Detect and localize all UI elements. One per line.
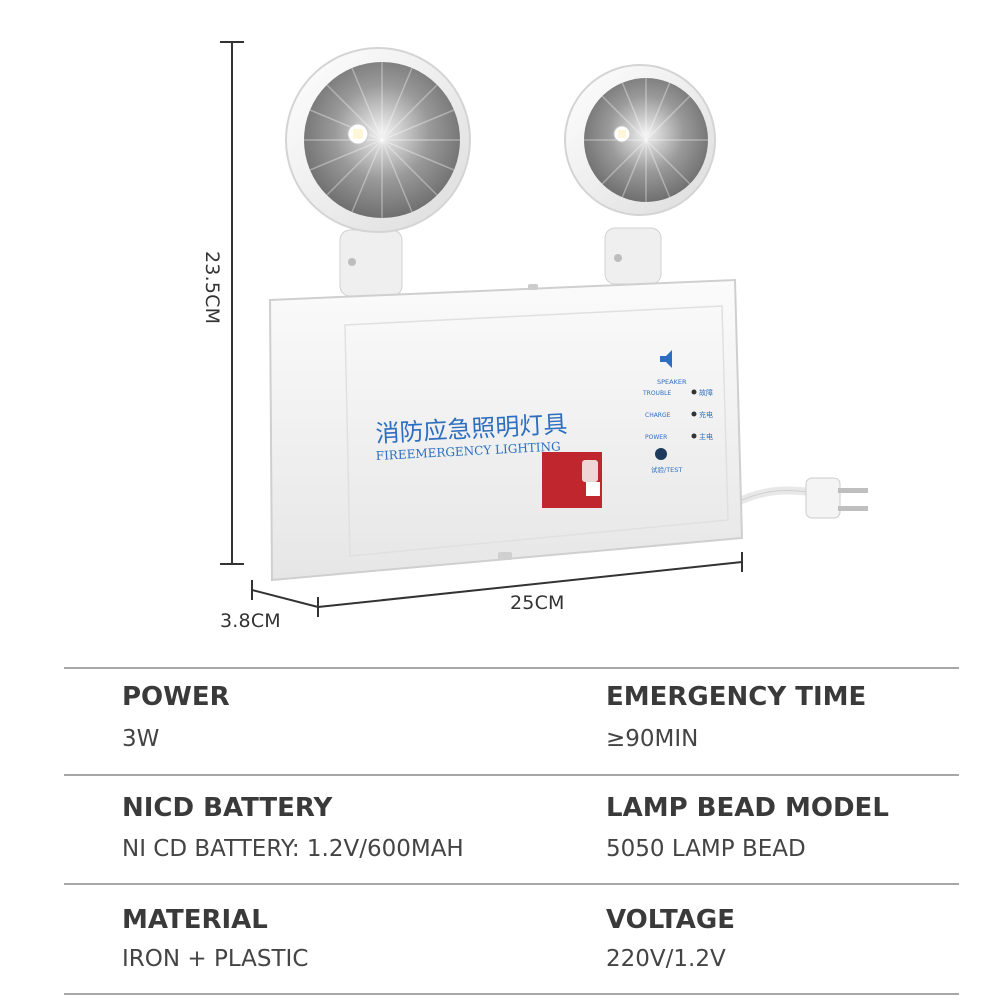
spec-value-voltage: 220V/1.2V (606, 946, 726, 972)
spec-value-lamp-bead-model: 5050 LAMP BEAD (606, 836, 806, 862)
spec-title-power: POWER (122, 682, 230, 712)
power-indicator-label-cn: 主电 (699, 432, 713, 441)
light-housing (268, 278, 744, 582)
spec-value-power: 3W (122, 726, 160, 752)
charge-label: CHARGE (645, 412, 671, 419)
height-dimension-label: 23.5CM (201, 251, 223, 325)
depth-dimension-line (251, 580, 319, 608)
speaker-label: SPEAKER (657, 378, 687, 386)
spec-value-material: IRON + PLASTIC (122, 946, 309, 972)
trouble-label: TROUBLE (642, 390, 671, 397)
spec-title-lamp-bead-model: LAMP BEAD MODEL (606, 793, 889, 823)
width-dimension-label: 25CM (510, 592, 565, 614)
spec-divider (64, 667, 959, 669)
power-indicator-label: POWER (645, 434, 667, 441)
spec-value-nicd-battery: NI CD BATTERY: 1.2V/600MAH (122, 836, 464, 862)
spec-value-emergency-time: ≥90MIN (606, 726, 699, 752)
spec-divider (64, 883, 959, 885)
spec-divider (64, 993, 959, 995)
charge-label-cn: 充电 (699, 410, 713, 419)
left-lamp (285, 47, 471, 297)
right-lamp (564, 64, 716, 285)
emergency-light-illustration: 消防应急照明灯具 FIREEMERGENCY LIGHTING SPEAKER … (220, 41, 868, 617)
speaker-icon (660, 350, 672, 368)
product-image: 消防应急照明灯具 FIREEMERGENCY LIGHTING SPEAKER … (201, 41, 868, 632)
spec-title-voltage: VOLTAGE (606, 905, 735, 935)
depth-dimension-label: 3.8CM (220, 610, 281, 632)
test-button-icon (655, 448, 667, 460)
spec-title-emergency-time: EMERGENCY TIME (606, 682, 867, 712)
power-plug (738, 477, 868, 519)
trouble-label-cn: 故障 (699, 388, 713, 397)
spec-title-nicd-battery: NICD BATTERY (122, 793, 333, 823)
spec-divider (64, 774, 959, 776)
spec-title-material: MATERIAL (122, 905, 268, 935)
height-dimension-line (220, 41, 244, 565)
test-label: 试验/TEST (651, 465, 682, 474)
